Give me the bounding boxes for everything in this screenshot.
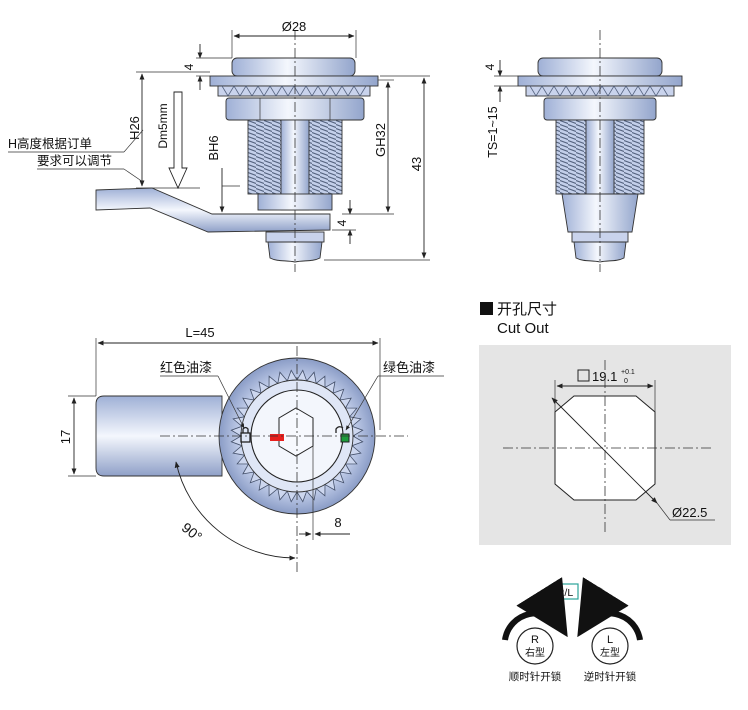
note-line2: 要求可以调节 [37, 154, 112, 168]
serrated-washer [217, 85, 371, 97]
lock-symbol-right [335, 426, 350, 443]
dim-tol-plus: +0.1 [621, 369, 635, 376]
dim-tol-minus: 0 [624, 378, 628, 385]
dim-bh6: BH6 [206, 135, 221, 160]
dim-gh32: GH32 [373, 123, 388, 157]
dim-head-4: 4 [182, 63, 196, 70]
dim-8: 8 [334, 515, 341, 530]
dim-diameter-22-5: Ø22.5 [672, 505, 707, 520]
dim-square-value: 19.1 [592, 369, 617, 384]
right-caption: 顺时针开锁 [509, 670, 562, 683]
head-cap [231, 57, 356, 77]
top-view: Ø28 4 H26 Dm5mm BH6 GH32 43 4 [8, 19, 430, 272]
cam-lever [95, 187, 331, 233]
cutout-title-en: Cut Out [497, 320, 550, 337]
cutout-title-cn: 开孔尺寸 [497, 301, 557, 318]
label-red-paint: 红色油漆 [160, 360, 212, 375]
rotation-section: R/L 旋转 R 右型 顺时针开锁 L 左型 逆时针开锁 [502, 577, 643, 683]
dim-ts: TS=1~15 [486, 106, 500, 157]
dim-43: 43 [409, 157, 424, 171]
square-symbol [577, 369, 590, 382]
label-green-paint: 绿色油漆 [383, 360, 435, 375]
dim-4-bottom: 4 [335, 219, 349, 226]
side-view: TS=1~15 4 [483, 30, 683, 272]
left-letter: L [607, 634, 613, 646]
left-type: 左型 [600, 646, 620, 659]
dim-l45: L=45 [185, 325, 214, 340]
right-type: 右型 [525, 646, 545, 659]
rotation-tag-label: 旋转 [582, 586, 603, 599]
cutout-title-square [480, 302, 493, 315]
left-caption: 逆时针开锁 [584, 670, 637, 683]
flange [209, 75, 379, 87]
dim-90-deg: 90° [179, 519, 206, 545]
dim-17: 17 [58, 430, 73, 444]
front-view: L=45 17 8 90° 红色油漆 绿色油漆 [58, 325, 444, 572]
adjust-arrow [168, 91, 188, 190]
note-line1: H高度根据订单 [8, 136, 92, 151]
front-lever [95, 395, 223, 477]
angle-arc [174, 461, 296, 561]
dim-h26: H26 [127, 116, 142, 140]
dim-dm5mm: Dm5mm [156, 103, 170, 148]
left-type-icon[interactable]: L 左型 [577, 577, 643, 665]
red-paint-mark [270, 434, 284, 441]
key-slot [278, 407, 314, 457]
rotation-tag: R/L [557, 587, 574, 599]
right-letter: R [531, 634, 539, 646]
right-type-icon[interactable]: R 右型 [502, 577, 568, 665]
unlock-symbol-left [240, 426, 251, 443]
cutout-section: 开孔尺寸 Cut Out 19.1 +0.1 0 Ø22.5 [479, 301, 731, 545]
dim-side-4: 4 [483, 63, 497, 70]
dim-diameter-28: Ø28 [282, 19, 307, 34]
